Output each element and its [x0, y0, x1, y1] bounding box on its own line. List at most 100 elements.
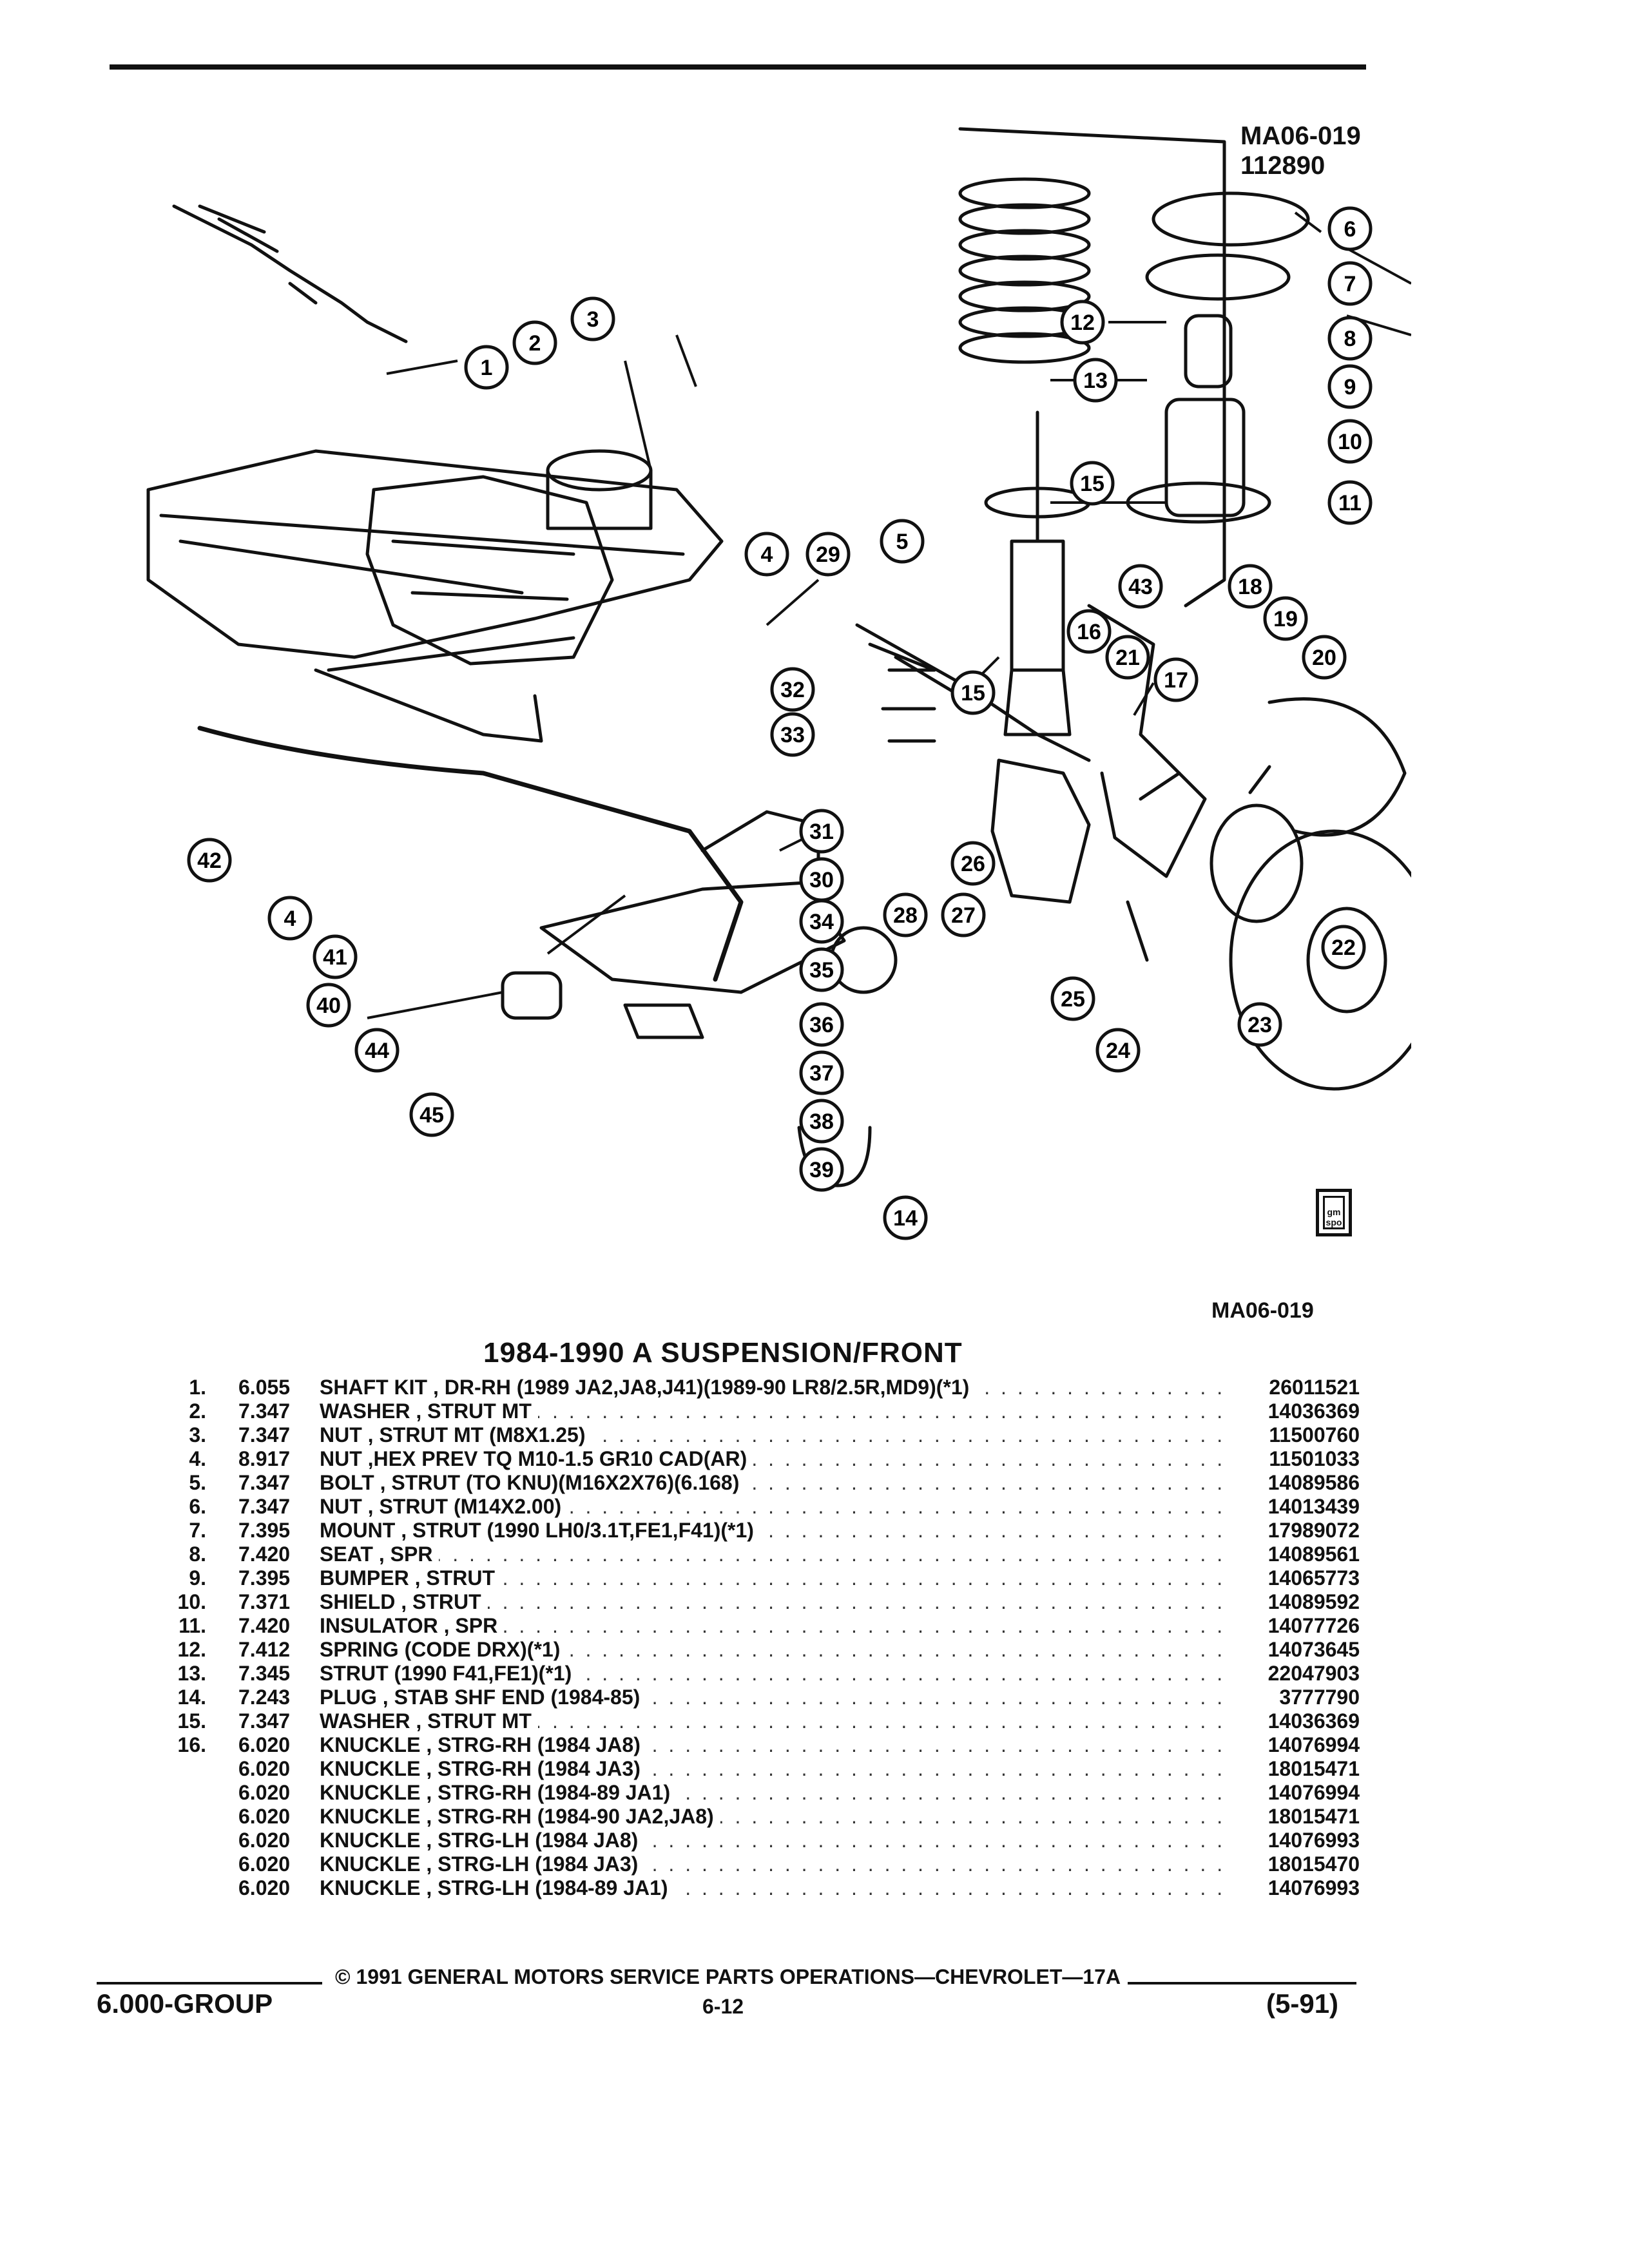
part-number: 14036369: [1226, 1709, 1360, 1733]
part-number: 14089586: [1226, 1471, 1360, 1495]
callout-28: 28: [883, 892, 928, 937]
part-description: INSULATOR , SPR: [320, 1614, 505, 1637]
part-ref-number: 10.: [177, 1590, 206, 1613]
part-description: KNUCKLE , STRG-RH (1984 JA3): [320, 1757, 647, 1780]
strut-mount: [1152, 191, 1310, 247]
part-group-code: 7.420: [238, 1614, 291, 1637]
part-ref-number: 11.: [178, 1614, 206, 1637]
parts-row: 6.020 . . . . . . . . . . . . . . . . . …: [148, 1781, 1360, 1805]
part-group-code: 7.347: [238, 1423, 291, 1446]
splash-shield: [1268, 697, 1407, 837]
parts-row: 6.020 . . . . . . . . . . . . . . . . . …: [148, 1852, 1360, 1876]
footer-group: 6.000-GROUP: [97, 1988, 273, 2019]
gm-spo-logo: gm spo: [1316, 1189, 1352, 1236]
part-number: 3777790: [1226, 1686, 1360, 1709]
brake-caliper: [990, 758, 1091, 904]
part-description-cell: . . . . . . . . . . . . . . . . . . . . …: [320, 1829, 1351, 1852]
svg-text:25: 25: [1061, 987, 1085, 1012]
svg-text:42: 42: [197, 849, 222, 873]
figure-id-block: MA06-019 112890: [1240, 121, 1361, 180]
callout-26: 26: [950, 841, 996, 886]
part-number: 14073645: [1226, 1638, 1360, 1662]
part-group-code: 6.055: [238, 1376, 291, 1399]
figure-date-code: 112890: [1240, 151, 1325, 180]
svg-text:9: 9: [1344, 375, 1356, 399]
parts-row: 10.7.371 . . . . . . . . . . . . . . . .…: [148, 1590, 1360, 1614]
part-group-code: 6.020: [238, 1757, 291, 1780]
svg-text:43: 43: [1128, 575, 1153, 599]
callout-2: 2: [512, 320, 557, 365]
drive-shaft-boot-left: [198, 204, 318, 305]
part-description: SPRING (CODE DRX)(*1): [320, 1638, 567, 1661]
callout-15a: 15: [1070, 461, 1115, 506]
svg-text:17: 17: [1164, 668, 1188, 693]
callout-33: 33: [770, 712, 815, 757]
part-ref-number: 16.: [177, 1733, 206, 1756]
part-description: KNUCKLE , STRG-RH (1984 JA8): [320, 1733, 647, 1756]
callout-43: 43: [1118, 564, 1163, 609]
svg-text:12: 12: [1070, 311, 1095, 335]
part-description: NUT , STRUT MT (M8X1.25): [320, 1423, 592, 1446]
part-description: NUT ,HEX PREV TQ M10-1.5 GR10 CAD(AR): [320, 1447, 754, 1470]
footer-page-number: 6-12: [702, 1995, 744, 2018]
callout-17: 17: [1153, 657, 1199, 702]
part-description: BOLT , STRUT (TO KNU)(M16X2X76)(6.168): [320, 1471, 746, 1494]
part-group-code: 6.020: [238, 1733, 291, 1756]
part-description: NUT , STRUT (M14X2.00): [320, 1495, 568, 1518]
callout-12: 12: [1060, 300, 1105, 345]
top-rule: [110, 64, 1366, 70]
strut-tower-body: [546, 468, 653, 530]
part-description-cell: . . . . . . . . . . . . . . . . . . . . …: [320, 1542, 1351, 1566]
parts-list: 1.6.055 . . . . . . . . . . . . . . . . …: [148, 1376, 1360, 1900]
callout-14: 14: [883, 1195, 928, 1240]
part-group-code: 7.395: [238, 1519, 291, 1542]
callout-32: 32: [770, 667, 815, 712]
svg-text:24: 24: [1106, 1039, 1130, 1063]
parts-row: 13.7.345 . . . . . . . . . . . . . . . .…: [148, 1662, 1360, 1686]
part-group-code: 7.243: [238, 1686, 291, 1709]
lower-arm-front: [700, 810, 820, 878]
svg-text:5: 5: [896, 530, 909, 554]
part-number: 14013439: [1226, 1495, 1360, 1519]
part-group-code: 6.020: [238, 1876, 291, 1899]
part-number: 14076994: [1226, 1733, 1360, 1757]
svg-text:13: 13: [1083, 369, 1108, 393]
callout-44: 44: [354, 1028, 400, 1073]
brake-rotor-center: [1306, 907, 1387, 1014]
callout-34: 34: [799, 899, 844, 944]
figure-id-bottom: MA06-019: [1211, 1298, 1314, 1323]
callout-36: 36: [799, 1002, 844, 1047]
part-ref-number: 4.: [189, 1447, 206, 1470]
callout-30: 30: [799, 857, 844, 902]
svg-text:16: 16: [1077, 620, 1101, 644]
callout-25: 25: [1050, 976, 1095, 1021]
part-description-cell: . . . . . . . . . . . . . . . . . . . . …: [320, 1423, 1351, 1447]
part-description: KNUCKLE , STRG-LH (1984-89 JA1): [320, 1876, 675, 1899]
svg-text:3: 3: [587, 307, 599, 332]
part-ref-number: 9.: [189, 1566, 206, 1590]
part-ref-number: 15.: [177, 1709, 206, 1733]
steering-knuckle: [1087, 604, 1207, 878]
part-description: SHAFT KIT , DR-RH (1989 JA2,JA8,J41)(198…: [320, 1376, 976, 1399]
callout-7: 7: [1327, 261, 1373, 306]
svg-text:27: 27: [951, 903, 976, 928]
svg-text:44: 44: [365, 1039, 389, 1063]
part-group-code: 8.917: [238, 1447, 291, 1470]
svg-text:31: 31: [809, 820, 834, 844]
strut-bumper: [1184, 314, 1233, 389]
part-description-cell: . . . . . . . . . . . . . . . . . . . . …: [320, 1805, 1351, 1829]
part-description: WASHER , STRUT MT: [320, 1709, 538, 1733]
strut-shield: [1164, 398, 1246, 517]
part-description-cell: . . . . . . . . . . . . . . . . . . . . …: [320, 1733, 1351, 1757]
part-description-cell: . . . . . . . . . . . . . . . . . . . . …: [320, 1686, 1351, 1709]
svg-text:30: 30: [809, 868, 834, 892]
callout-24: 24: [1095, 1028, 1141, 1073]
callout-4a: 4: [744, 532, 789, 577]
part-description-cell: . . . . . . . . . . . . . . . . . . . . …: [320, 1852, 1351, 1876]
callout-40: 40: [306, 983, 351, 1028]
gm-spo-logo-text: gm spo: [1323, 1196, 1345, 1229]
svg-text:34: 34: [809, 910, 834, 934]
part-description: KNUCKLE , STRG-RH (1984-90 JA2,JA8): [320, 1805, 720, 1828]
svg-text:20: 20: [1312, 646, 1336, 670]
part-description-cell: . . . . . . . . . . . . . . . . . . . . …: [320, 1781, 1351, 1805]
